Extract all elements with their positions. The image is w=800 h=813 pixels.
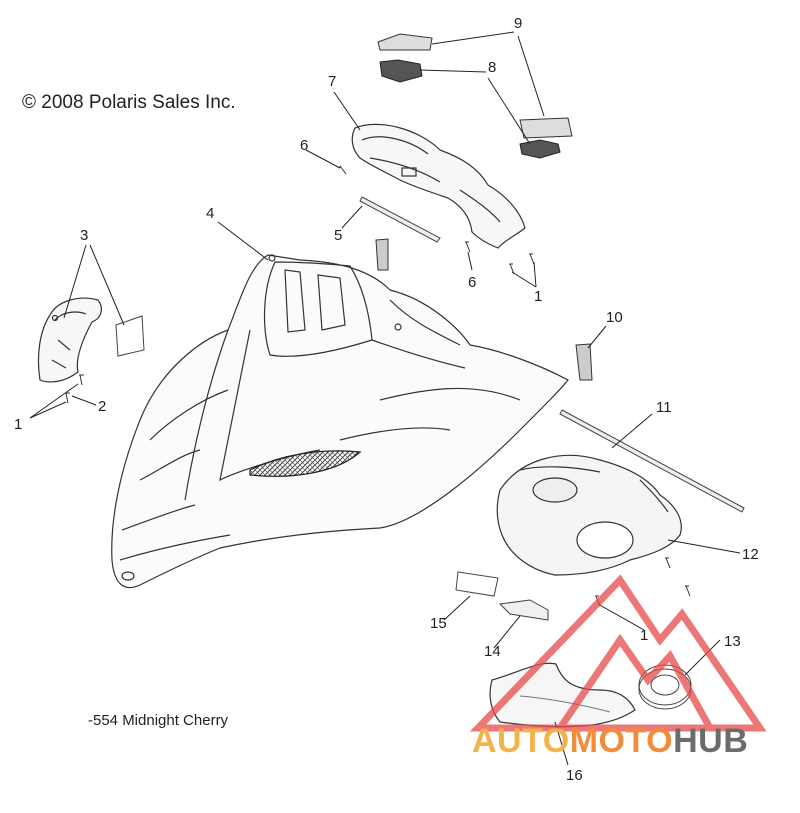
callout-10: 10 — [606, 309, 623, 326]
ring-13 — [638, 664, 692, 710]
decal-3 — [115, 315, 145, 357]
callout-9: 9 — [514, 15, 522, 32]
callout-7: 7 — [328, 73, 336, 90]
callout-1c: 1 — [640, 627, 648, 644]
rod-11 — [559, 409, 745, 513]
bracket-8-right — [519, 139, 561, 159]
callout-8: 8 — [488, 59, 496, 76]
callout-13: 13 — [724, 633, 741, 650]
watermark-auto: AUTO — [472, 722, 570, 760]
callout-5: 5 — [334, 227, 342, 244]
callout-12: 12 — [742, 546, 759, 563]
screws-left — [65, 374, 84, 404]
watermark-text: AUTOMOTOHUB — [472, 722, 748, 761]
panel-16-edge — [519, 695, 611, 713]
copyright-text: © 2008 Polaris Sales Inc. — [22, 92, 236, 113]
dash-bezel — [351, 123, 526, 249]
clip-10b — [575, 343, 593, 381]
decal-14 — [498, 599, 549, 621]
callout-16: 16 — [566, 767, 583, 784]
screw-6a — [338, 165, 347, 175]
side-duct — [37, 297, 102, 383]
callout-1a: 1 — [534, 288, 542, 305]
clip-10a — [375, 238, 389, 271]
pad-9-top — [377, 33, 433, 51]
pad-9-right — [519, 117, 573, 139]
callout-6: 6 — [300, 137, 308, 154]
callout-1b: 1 — [14, 416, 22, 433]
callout-3: 3 — [80, 227, 88, 244]
callout-6b: 6 — [468, 274, 476, 291]
decal-15 — [455, 571, 499, 597]
screw-6b — [465, 241, 471, 253]
watermark-hub: HUB — [673, 722, 749, 760]
callout-15: 15 — [430, 615, 447, 632]
leader-lines — [29, 31, 741, 766]
callout-4: 4 — [206, 205, 214, 222]
watermark-logo — [469, 574, 767, 732]
housing-12 — [496, 454, 682, 576]
watermark-moto: MOTO — [569, 722, 674, 760]
hood — [111, 254, 569, 589]
variant-note: -554 Midnight Cherry — [88, 712, 229, 729]
callout-11: 11 — [656, 399, 672, 416]
screws-right-dash — [509, 253, 535, 275]
trim-strip-5 — [359, 196, 441, 243]
screws-12 — [595, 557, 691, 607]
bracket-8-top — [379, 59, 423, 83]
callouts: 9 8 7 6 5 4 3 6 1 10 1 2 11 12 1 13 15 1… — [14, 15, 759, 784]
callout-14: 14 — [484, 643, 501, 660]
callout-2: 2 — [98, 398, 106, 415]
